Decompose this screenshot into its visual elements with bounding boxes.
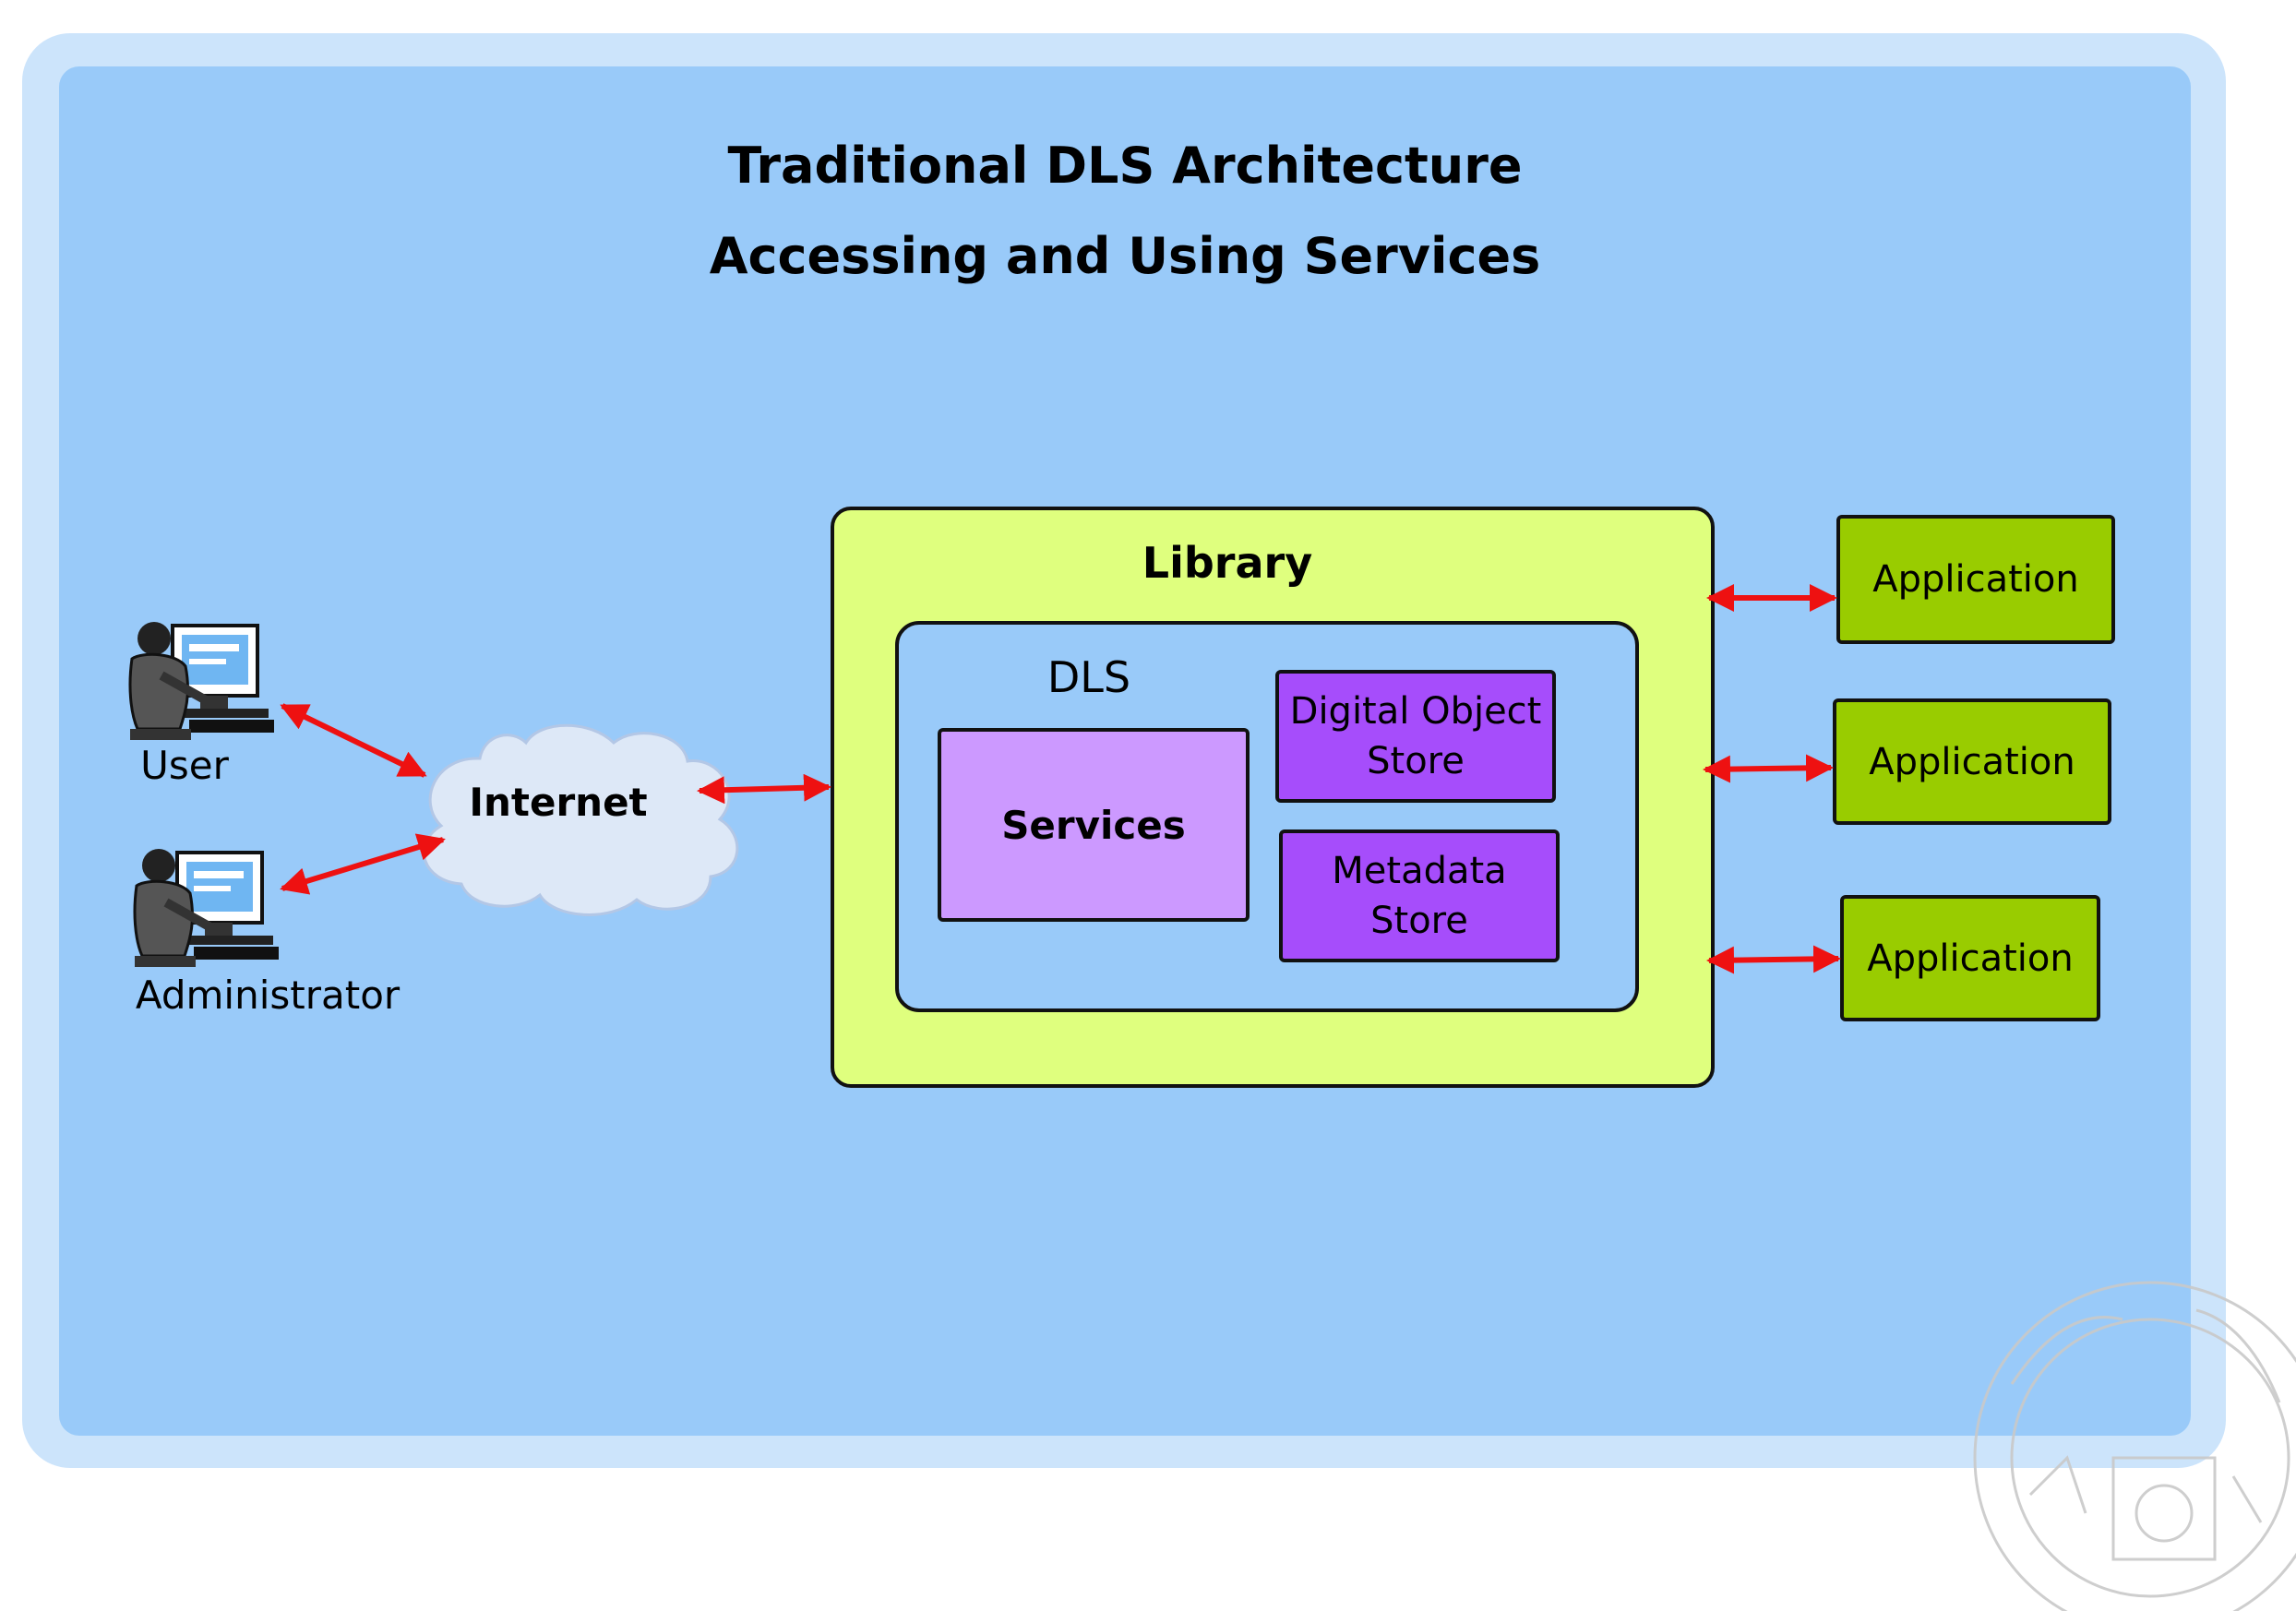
seal-watermark-icon <box>1973 1281 2296 1611</box>
arrow-user-internet <box>280 703 427 778</box>
user-label: User <box>140 743 229 788</box>
administrator-label: Administrator <box>135 973 401 1018</box>
services-label: Services <box>1001 802 1186 848</box>
digital-object-store-label-line-2: Store <box>1367 740 1465 782</box>
services-box: Services <box>938 728 1250 922</box>
user-computer-icon <box>128 622 274 740</box>
application-label-3: Application <box>1867 937 2074 980</box>
title-line-1: Traditional DLS Architecture <box>727 137 1523 195</box>
application-box-2: Application <box>1833 698 2111 825</box>
arrow-internet-library <box>697 773 831 805</box>
arrow-administrator-internet <box>280 833 446 895</box>
administrator-computer-icon <box>133 849 279 967</box>
metadata-store-box: Metadata Store <box>1279 829 1560 962</box>
digital-object-store-label-line-1: Digital Object <box>1289 690 1542 733</box>
dls-label: DLS <box>1046 652 1131 702</box>
internet-label: Internet <box>469 780 648 825</box>
metadata-store-label-line-1: Metadata <box>1332 850 1507 892</box>
application-label-1: Application <box>1872 558 2079 601</box>
metadata-store-label-line-2: Store <box>1370 900 1468 942</box>
arrow-library-application-3 <box>1706 945 1841 974</box>
arrow-library-application-2 <box>1703 754 1834 783</box>
application-label-2: Application <box>1869 740 2075 783</box>
digital-object-store-box: Digital Object Store <box>1275 670 1556 803</box>
application-box-3: Application <box>1840 895 2100 1021</box>
library-label: Library <box>1142 538 1313 588</box>
application-box-1: Application <box>1836 515 2115 644</box>
title-line-2: Accessing and Using Services <box>709 227 1541 285</box>
